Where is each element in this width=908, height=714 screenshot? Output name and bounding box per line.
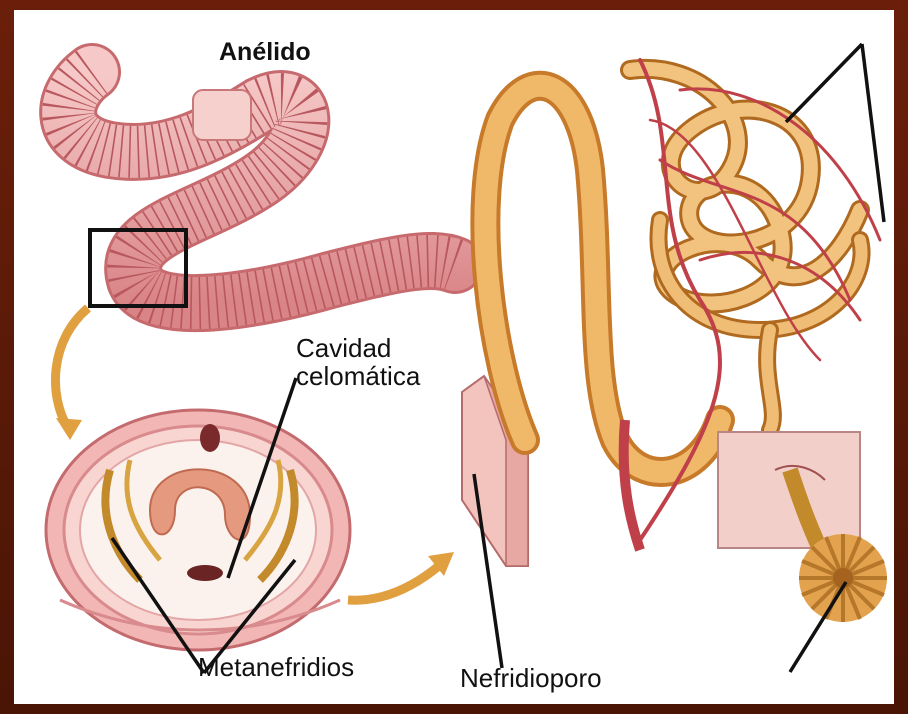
cross-section: [46, 410, 350, 650]
label-metanefridios: Metanefridios: [198, 653, 354, 681]
zoom-arrow-down: [55, 308, 88, 440]
diagram-title: Anélido: [219, 38, 311, 67]
nephridium: [462, 60, 880, 570]
clitellum: [193, 90, 251, 140]
pointer-vessels-right: [862, 44, 884, 222]
label-cavidad-line1: Cavidad: [296, 334, 391, 362]
zoom-arrow-right: [348, 552, 454, 600]
earthworm: [68, 72, 455, 303]
label-nefridioporo: Nefridioporo: [460, 664, 602, 692]
pointer-vessels-left: [786, 44, 862, 122]
nephrostome: [799, 534, 887, 622]
label-cavidad-line2: celomática: [296, 362, 420, 390]
